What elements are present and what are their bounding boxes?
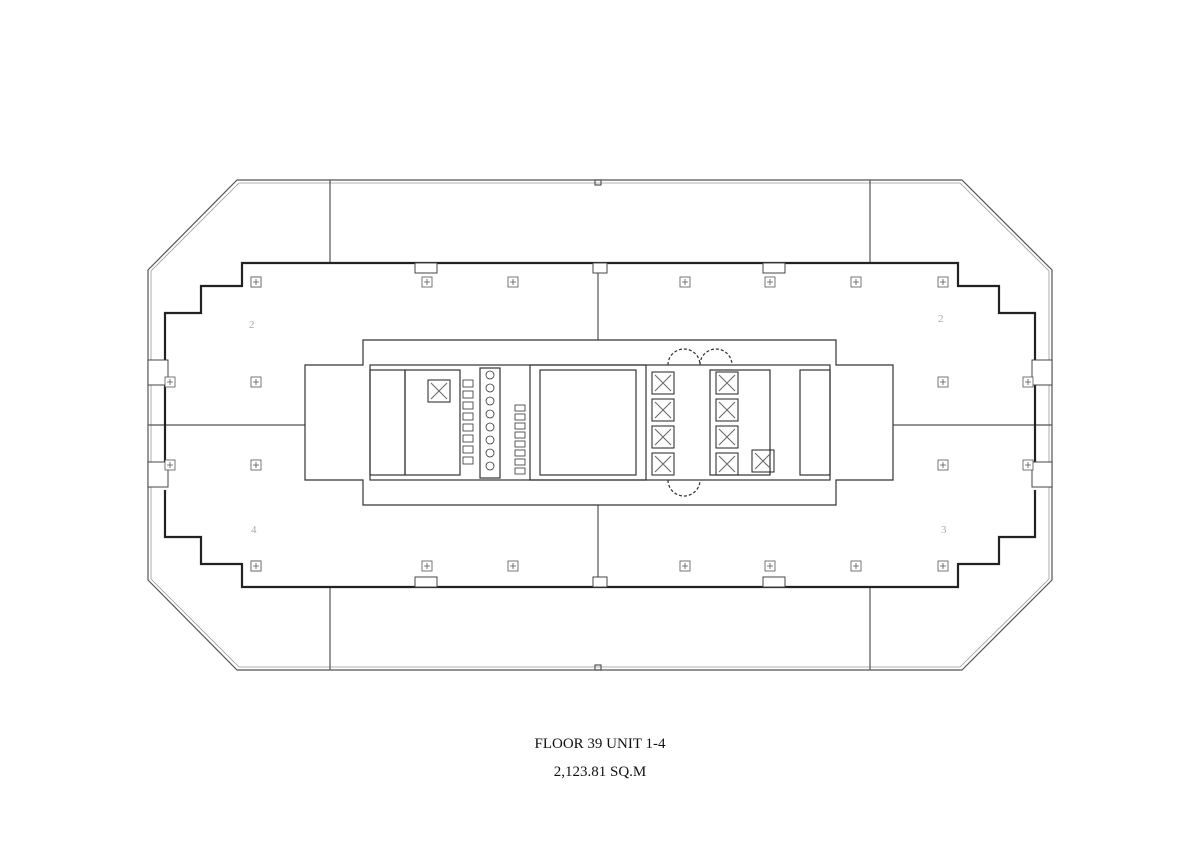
toilet: [485, 448, 495, 458]
toilet-stall: [462, 445, 474, 454]
core: [304, 339, 894, 506]
column-marker: [937, 376, 949, 388]
floor-title: FLOOR 39 UNIT 1-4: [534, 736, 666, 752]
unit-label: 2: [938, 313, 944, 325]
elevator: [715, 371, 739, 395]
unit-label: 3: [941, 524, 947, 536]
column-marker: [250, 560, 262, 572]
toilet: [485, 383, 495, 393]
toilet-stall: [462, 390, 474, 399]
toilet: [485, 370, 495, 380]
toilet-stall: [462, 423, 474, 432]
column-marker: [679, 276, 691, 288]
toilet: [485, 409, 495, 419]
toilet-stall: [514, 449, 526, 457]
elevator: [715, 452, 739, 476]
column-marker: [850, 560, 862, 572]
toilet-stall: [514, 413, 526, 421]
elevator: [651, 452, 675, 476]
toilet-stall: [514, 431, 526, 439]
toilet-stall: [514, 458, 526, 466]
toilet-stall: [514, 440, 526, 448]
column-marker: [250, 459, 262, 471]
elevator: [715, 398, 739, 422]
column-marker: [1022, 459, 1034, 471]
elevator: [651, 425, 675, 449]
column-marker: [1022, 376, 1034, 388]
toilet: [485, 396, 495, 406]
column-marker: [764, 276, 776, 288]
toilet-stall: [514, 467, 526, 475]
column-marker: [164, 376, 176, 388]
toilet-stall: [462, 412, 474, 421]
column-marker: [764, 560, 776, 572]
column-marker: [850, 276, 862, 288]
elevator: [751, 449, 775, 473]
column-marker: [421, 276, 433, 288]
toilet: [485, 461, 495, 471]
elevator: [651, 398, 675, 422]
toilet-stall: [462, 401, 474, 410]
column-marker: [937, 560, 949, 572]
toilet-stall: [462, 434, 474, 443]
toilet: [485, 435, 495, 445]
column-marker: [937, 276, 949, 288]
elevator: [427, 379, 451, 403]
toilet-stall: [514, 404, 526, 412]
column-marker: [250, 376, 262, 388]
elevator: [651, 371, 675, 395]
floor-area: 2,123.81 SQ.M: [553, 764, 647, 780]
toilet: [485, 422, 495, 432]
toilet-stall: [462, 456, 474, 465]
column-marker: [679, 560, 691, 572]
column-marker: [507, 276, 519, 288]
column-marker: [507, 560, 519, 572]
column-marker: [250, 276, 262, 288]
unit-label: 2: [249, 319, 255, 331]
column-marker: [164, 459, 176, 471]
column-marker: [937, 459, 949, 471]
toilet-stall: [514, 422, 526, 430]
elevator: [715, 425, 739, 449]
toilet-stall: [462, 379, 474, 388]
column-marker: [421, 560, 433, 572]
unit-label: 4: [251, 524, 257, 536]
